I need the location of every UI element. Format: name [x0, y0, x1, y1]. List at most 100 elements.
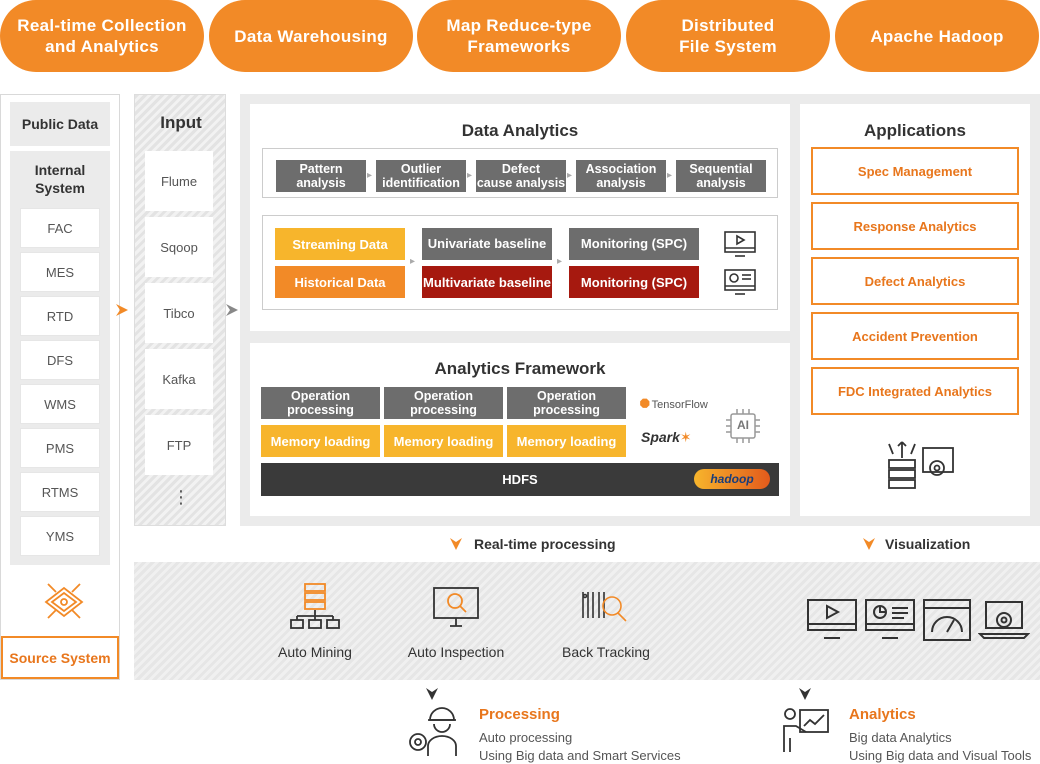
input-item-ftp: FTP	[145, 415, 213, 475]
univariate-baseline-box: Univariate baseline	[422, 228, 552, 260]
dashboard-monitor-icon	[865, 599, 915, 639]
app-defect-analytics: Defect Analytics	[811, 257, 1019, 305]
analytics-framework-title: Analytics Framework	[434, 359, 606, 378]
spark-star-icon: ✶	[679, 429, 692, 445]
pill-apache-hadoop: Apache Hadoop	[835, 0, 1039, 72]
analytics-line-2: Using Big data and Visual Tools	[849, 748, 1032, 763]
pill-map-reduce: Map Reduce-type Frameworks	[417, 0, 621, 72]
multivariate-baseline-box: Multivariate baseline	[422, 266, 552, 298]
presenter-chart-icon	[783, 708, 829, 752]
tensorflow-logo: ⯃TensorFlow	[640, 397, 708, 412]
tools-strip	[134, 562, 1040, 680]
tool-auto-inspection-label: Auto Inspection	[407, 644, 505, 660]
operation-processing-box-3: Operation processing	[507, 387, 626, 419]
applications-card: Applications Spec Management Response An…	[800, 104, 1030, 516]
ai-chip-icon	[726, 409, 760, 443]
step-arrow-icon: ▸	[367, 170, 373, 181]
step-defect-cause: Defect cause analysis	[476, 160, 566, 192]
step-outlier-identification: Outlier identification	[376, 160, 466, 192]
step-sequential-analysis: Sequential analysis	[676, 160, 766, 192]
arrow-right-icon	[116, 304, 128, 316]
source-item-wms: WMS	[20, 384, 100, 424]
input-item-kafka: Kafka	[145, 349, 213, 409]
laptop-settings-icon	[978, 601, 1030, 639]
pill-data-warehousing: Data Warehousing	[209, 0, 413, 72]
streaming-data-box: Streaming Data	[275, 228, 405, 260]
worker-gear-icon	[409, 707, 457, 756]
step-pattern-analysis: Pattern analysis	[276, 160, 366, 192]
tensorflow-label: TensorFlow	[651, 398, 708, 411]
tool-auto-mining-label: Auto Mining	[278, 644, 352, 660]
step-arrow-icon: ▸	[567, 170, 573, 181]
hadoop-label: hadoop	[710, 472, 754, 486]
public-data-box: Public Data	[10, 102, 110, 146]
server-settings-icon	[888, 441, 954, 489]
source-item-dfs: DFS	[20, 340, 100, 380]
input-item-flume: Flume	[145, 151, 213, 211]
pill-distributed-file-system: Distributed File System	[626, 0, 830, 72]
app-spec-management: Spec Management	[811, 147, 1019, 195]
data-analytics-title: Data Analytics	[461, 121, 579, 140]
hadoop-logo: hadoop	[694, 469, 770, 489]
source-item-rtd: RTD	[20, 296, 100, 336]
analytics-framework-card: Analytics Framework Operation processing…	[250, 343, 790, 516]
auto-inspection-icon	[433, 587, 479, 627]
operation-processing-box-1: Operation processing	[261, 387, 380, 419]
arrow-down-icon	[863, 538, 875, 550]
source-item-mes: MES	[20, 252, 100, 292]
hdfs-label: HDFS	[502, 472, 538, 487]
arrow-down-icon	[450, 538, 462, 550]
analysis-steps-frame	[262, 148, 778, 198]
source-system-label: Source System	[9, 649, 111, 666]
flow-arrow-icon: ▸	[557, 256, 563, 267]
data-analytics-card: Data Analytics Pattern analysis Outlier …	[250, 104, 790, 331]
realtime-processing-label: Real-time processing	[474, 536, 616, 552]
monitoring-frame	[262, 215, 778, 310]
input-title: Input	[160, 113, 202, 132]
spark-label: Spark	[641, 429, 680, 445]
app-response-analytics: Response Analytics	[811, 202, 1019, 250]
processing-line-2: Using Big data and Smart Services	[479, 748, 681, 763]
more-icon: ⋮	[172, 487, 190, 507]
source-system-footer: Source System	[1, 636, 119, 679]
hdfs-bar: HDFS	[261, 463, 779, 496]
video-monitor-icon	[724, 231, 756, 257]
internal-system-label: Internal System	[34, 162, 86, 196]
processing-line-1: Auto processing	[479, 730, 573, 745]
arrow-right-grey-icon	[226, 304, 238, 316]
gauge-window-icon	[923, 599, 971, 641]
internal-system-panel: Internal System FAC MES RTD DFS WMS PMS …	[10, 151, 110, 565]
arrow-down-dark-icon	[426, 688, 438, 700]
source-item-rtms: RTMS	[20, 472, 100, 512]
processing-title: Processing	[479, 706, 560, 723]
input-panel: Input Flume Sqoop Tibco Kafka FTP ⋮	[134, 94, 226, 526]
network-chip-icon	[44, 583, 84, 619]
arrow-down-dark-icon	[799, 688, 811, 700]
input-item-tibco: Tibco	[145, 283, 213, 343]
spark-logo: Spark✶	[641, 429, 692, 446]
back-tracking-icon	[582, 592, 627, 622]
dashboard-monitor-icon	[724, 269, 756, 295]
app-accident-prevention: Accident Prevention	[811, 312, 1019, 360]
public-data-label: Public Data	[21, 116, 99, 132]
input-item-sqoop: Sqoop	[145, 217, 213, 277]
app-fdc-integrated-analytics: FDC Integrated Analytics	[811, 367, 1019, 415]
operation-processing-box-2: Operation processing	[384, 387, 503, 419]
analytics-title: Analytics	[849, 706, 916, 723]
flow-arrow-icon: ▸	[410, 256, 416, 267]
video-monitor-icon	[807, 599, 857, 639]
memory-loading-box-3: Memory loading	[507, 425, 626, 457]
pill-realtime-collection: Real-time Collection and Analytics	[0, 0, 204, 72]
step-arrow-icon: ▸	[467, 170, 473, 181]
memory-loading-box-2: Memory loading	[384, 425, 503, 457]
source-item-yms: YMS	[20, 516, 100, 556]
source-item-fac: FAC	[20, 208, 100, 248]
tool-back-tracking-label: Back Tracking	[562, 644, 650, 660]
ai-chip-label: AI	[737, 418, 749, 432]
monitoring-spc-box-1: Monitoring (SPC)	[569, 228, 699, 260]
monitoring-spc-box-2: Monitoring (SPC)	[569, 266, 699, 298]
step-association-analysis: Association analysis	[576, 160, 666, 192]
memory-loading-box-1: Memory loading	[261, 425, 380, 457]
auto-mining-icon	[290, 583, 340, 629]
visualization-label: Visualization	[885, 536, 971, 552]
